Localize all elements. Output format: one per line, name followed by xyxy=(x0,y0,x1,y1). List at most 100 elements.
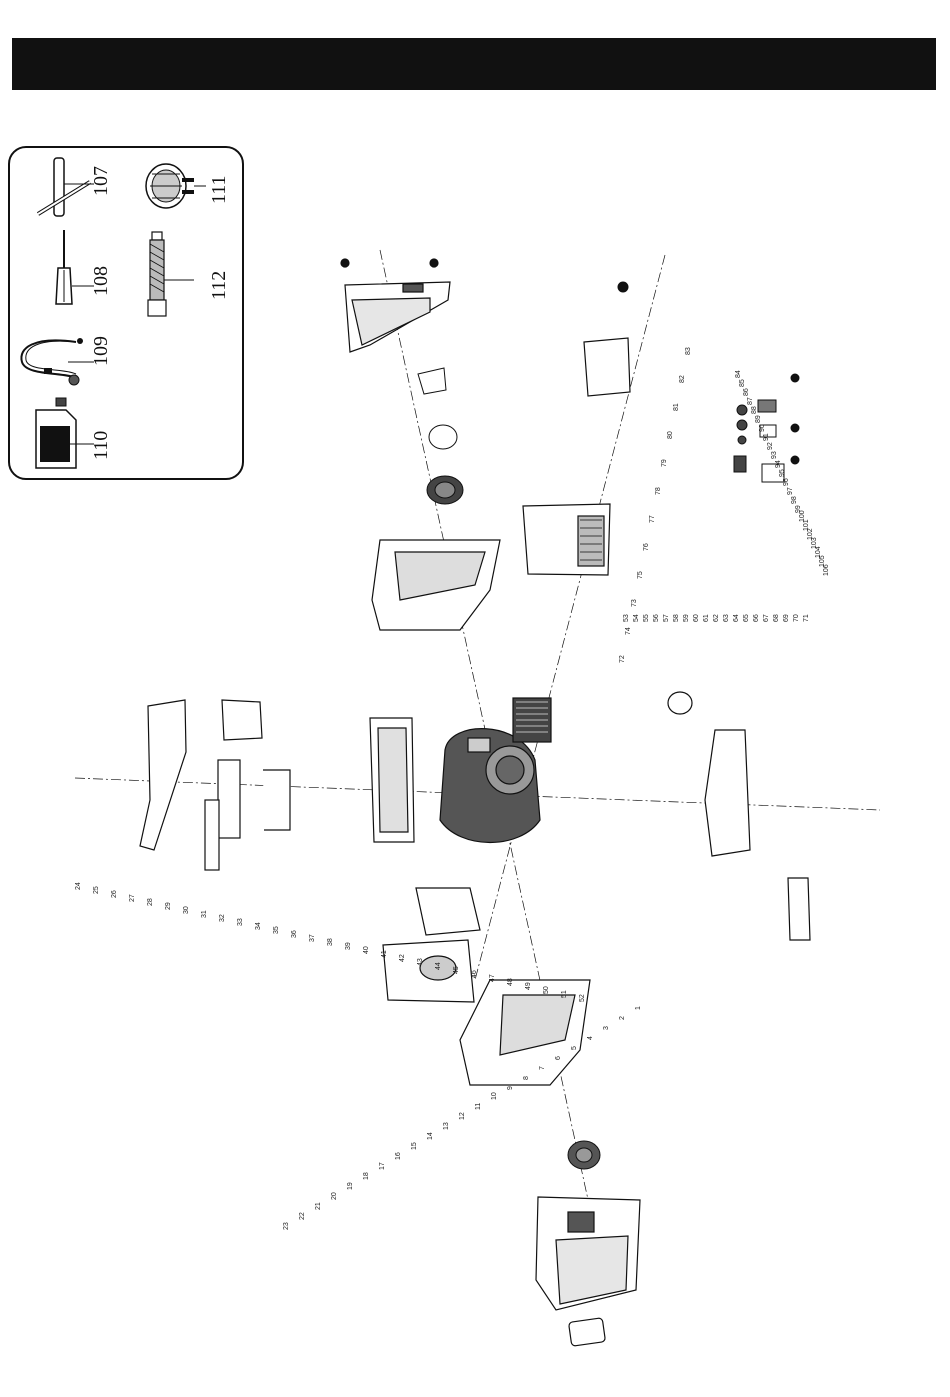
callout-number-27: 27 xyxy=(129,894,136,902)
callout-number-91: 91 xyxy=(763,433,770,441)
callout-number-63: 63 xyxy=(723,614,730,622)
callout-number-15: 15 xyxy=(411,1142,418,1150)
callout-number-17: 17 xyxy=(379,1162,386,1170)
callout-number-5: 5 xyxy=(571,1046,578,1050)
callout-number-70: 70 xyxy=(793,614,800,622)
callout-number-39: 39 xyxy=(345,942,352,950)
callout-number-74: 74 xyxy=(625,627,632,635)
callout-number-67: 67 xyxy=(763,614,770,622)
callout-number-101: 101 xyxy=(803,519,810,531)
callout-number-64: 64 xyxy=(733,614,740,622)
callout-number-85: 85 xyxy=(739,379,746,387)
callout-number-36: 36 xyxy=(291,930,298,938)
flywheel-part xyxy=(417,367,464,505)
callout-number-35: 35 xyxy=(273,926,280,934)
callout-number-72: 72 xyxy=(619,655,626,663)
front-cover-part xyxy=(535,1196,641,1347)
callout-number-6: 6 xyxy=(555,1056,562,1060)
frame-bottom-part xyxy=(459,979,591,1086)
outlet-plug-icon xyxy=(145,163,206,209)
callout-number-22: 22 xyxy=(299,1212,306,1220)
callout-number-42: 42 xyxy=(399,954,406,962)
callout-number-68: 68 xyxy=(773,614,780,622)
side-frame-part xyxy=(667,691,811,941)
callout-number-14: 14 xyxy=(427,1132,434,1140)
callout-number-26: 26 xyxy=(111,890,118,898)
callout-number-1: 1 xyxy=(635,1006,642,1010)
callout-number-100: 100 xyxy=(799,510,806,522)
callout-number-81: 81 xyxy=(673,403,680,411)
callout-number-61: 61 xyxy=(703,614,710,622)
callout-number-53: 53 xyxy=(623,614,630,622)
callout-number-84: 84 xyxy=(735,370,742,378)
callout-number-55: 55 xyxy=(643,614,650,622)
callout-number-29: 29 xyxy=(165,902,172,910)
callout-number-96: 96 xyxy=(783,478,790,486)
callout-number-95: 95 xyxy=(779,469,786,477)
callout-number-7: 7 xyxy=(539,1066,546,1070)
callout-number-94: 94 xyxy=(775,460,782,468)
callout-number-11: 11 xyxy=(475,1103,482,1110)
callout-number-21: 21 xyxy=(315,1202,322,1210)
callout-number-37: 37 xyxy=(309,934,316,942)
callout-number-34: 34 xyxy=(255,922,262,930)
callout-number-54: 54 xyxy=(633,614,640,622)
callout-number-69: 69 xyxy=(783,614,790,622)
callout-number-78: 78 xyxy=(655,487,662,495)
callout-number-83: 83 xyxy=(685,347,692,355)
callout-number-77: 77 xyxy=(649,515,656,523)
fuel-tank-part xyxy=(369,717,415,843)
screwdriver-icon xyxy=(55,230,94,305)
callout-number-30: 30 xyxy=(183,906,190,914)
callout-number-56: 56 xyxy=(653,614,660,622)
callout-number-80: 80 xyxy=(667,431,674,439)
callout-number-82: 82 xyxy=(679,375,686,383)
spark-plug-socket-icon xyxy=(147,231,194,317)
callout-number-52: 52 xyxy=(579,994,586,1002)
callout-number-41: 41 xyxy=(381,950,388,958)
callout-number-105: 105 xyxy=(819,555,826,567)
callout-number-45: 45 xyxy=(453,966,460,974)
callout-number-40: 40 xyxy=(363,946,370,954)
callout-number-43: 43 xyxy=(417,958,424,966)
callout-number-31: 31 xyxy=(201,910,208,918)
callout-number-103: 103 xyxy=(811,537,818,549)
callout-number-24: 24 xyxy=(75,882,82,890)
header-bar xyxy=(12,38,936,90)
callout-number-13: 13 xyxy=(443,1122,450,1130)
callout-number-86: 86 xyxy=(743,388,750,396)
t-wrench-icon xyxy=(36,157,94,217)
control-panel-part xyxy=(522,337,631,576)
callout-number-49: 49 xyxy=(525,982,532,990)
callout-number-25: 25 xyxy=(93,886,100,894)
callout-number-3: 3 xyxy=(603,1026,610,1030)
callout-number-87: 87 xyxy=(747,397,754,405)
callout-number-10: 10 xyxy=(491,1092,498,1100)
callout-number-104: 104 xyxy=(815,546,822,558)
callout-number-102: 102 xyxy=(807,528,814,540)
callout-number-65: 65 xyxy=(743,614,750,622)
panel-components-part xyxy=(617,281,800,483)
callout-number-90: 90 xyxy=(759,424,766,432)
callout-number-92: 92 xyxy=(767,442,774,450)
callout-number-51: 51 xyxy=(561,990,568,998)
callout-number-4: 4 xyxy=(587,1036,594,1040)
callout-number-93: 93 xyxy=(771,451,778,459)
callout-number-12: 12 xyxy=(459,1112,466,1120)
handle-assembly-part xyxy=(139,699,291,871)
air-filter-cover-part xyxy=(382,887,481,1003)
callout-number-18: 18 xyxy=(363,1172,370,1180)
muffler-part xyxy=(512,697,552,743)
callout-number-71: 71 xyxy=(803,614,810,622)
frame-top-part xyxy=(371,539,501,631)
callout-number-57: 57 xyxy=(663,614,670,622)
callout-number-9: 9 xyxy=(507,1086,514,1090)
callout-number-79: 79 xyxy=(661,459,668,467)
callout-number-98: 98 xyxy=(791,496,798,504)
accessory-tools-box: 107 111 108 112 109 xyxy=(8,146,244,480)
callout-number-47: 47 xyxy=(489,974,496,982)
callout-number-19: 19 xyxy=(347,1182,354,1190)
callout-number-58: 58 xyxy=(673,614,680,622)
callout-number-75: 75 xyxy=(637,571,644,579)
